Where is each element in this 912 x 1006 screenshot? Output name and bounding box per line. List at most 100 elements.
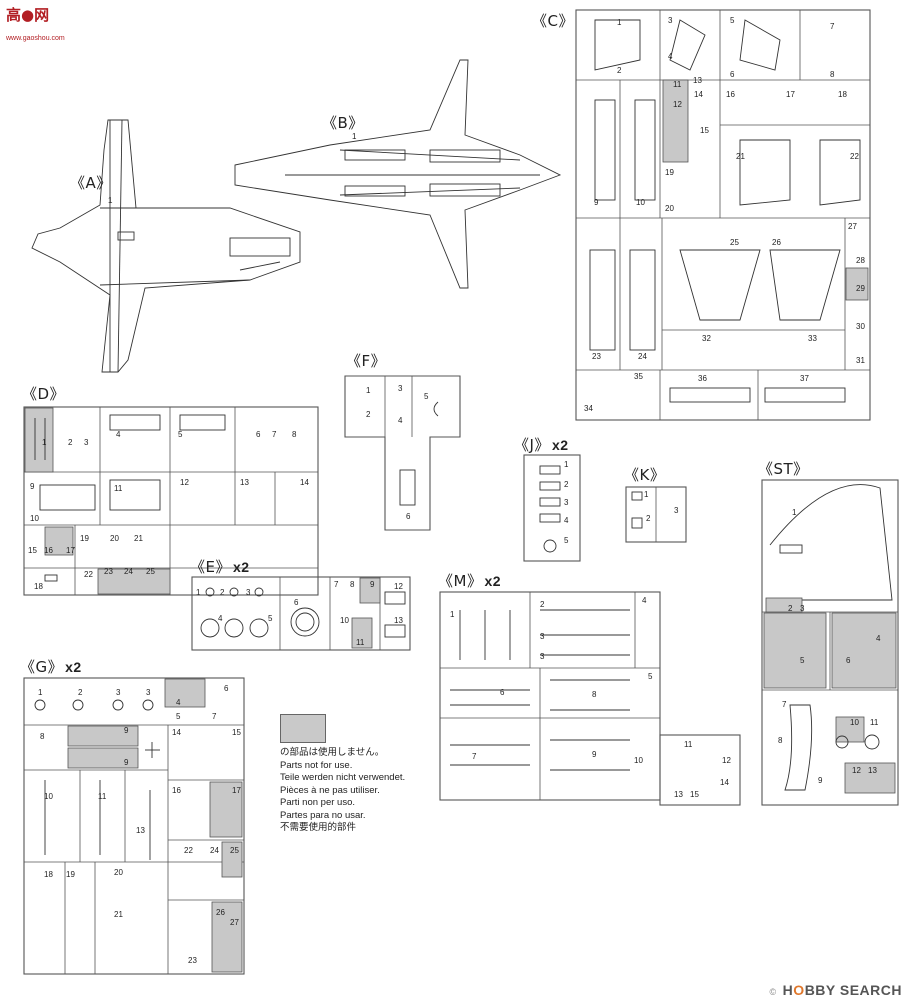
part-number: 22 [184, 846, 193, 855]
part-number: 8 [830, 70, 835, 79]
part-number: 1 [617, 18, 622, 27]
part-number: 2 [646, 514, 651, 523]
part-number: 17 [786, 90, 795, 99]
part-number: 35 [634, 372, 643, 381]
part-number: 27 [848, 222, 857, 231]
part-number: 3 [668, 16, 673, 25]
part-number: 3 [674, 506, 679, 515]
part-number: 24 [638, 352, 647, 361]
part-number: 5 [268, 614, 273, 623]
part-number: 6 [846, 656, 851, 665]
part-number: 3 [246, 588, 251, 597]
sprue-a-label: 《A》 [70, 174, 112, 192]
sprue-a-drawing [31, 119, 301, 373]
part-number: 8 [292, 430, 297, 439]
part-number: 11 [684, 740, 693, 749]
part-number: 14 [172, 728, 181, 737]
part-number: 6 [500, 688, 505, 697]
sprue-d-title: 《D》 [22, 383, 65, 404]
part-number: 21 [134, 534, 143, 543]
part-number: 13 [868, 766, 877, 775]
part-number: 16 [726, 90, 735, 99]
part-number: 6 [224, 684, 229, 693]
part-number: 11 [356, 638, 365, 647]
part-number: 10 [850, 718, 859, 727]
sprue-k-label: 《K》 [624, 466, 666, 484]
part-number: 13 [240, 478, 249, 487]
part-number: 4 [642, 596, 647, 605]
part-number: 16 [172, 786, 181, 795]
part-number: 5 [424, 392, 429, 401]
site-logo-mark: ● [21, 6, 35, 24]
part-number: 17 [232, 786, 241, 795]
part-number: 10 [44, 792, 53, 801]
part-number: 11 [114, 484, 123, 493]
part-number: 20 [114, 868, 123, 877]
part-number: 13 [136, 826, 145, 835]
sprue-j-label: 《J》 [514, 436, 550, 454]
site-logo-url: www.gaoshou.com [6, 35, 65, 42]
part-number: 28 [856, 256, 865, 265]
part-number: 1 [792, 508, 797, 517]
part-number: 16 [44, 546, 53, 555]
part-number: 25 [146, 567, 155, 576]
part-number: 8 [592, 690, 597, 699]
copyright-mark: © [769, 987, 777, 997]
part-number: 1 [352, 132, 357, 141]
part-number: 12 [673, 100, 682, 109]
part-number: 2 [564, 480, 569, 489]
part-number: 36 [698, 374, 707, 383]
part-number: 3 [564, 498, 569, 507]
part-number: 7 [272, 430, 277, 439]
part-number: 9 [30, 482, 35, 491]
part-number: 4 [176, 698, 181, 707]
part-number: 12 [722, 756, 731, 765]
sprue-g-label: 《G》 [20, 658, 64, 676]
sprue-g-drawing [23, 677, 245, 975]
part-number: 8 [778, 736, 783, 745]
part-number: 31 [856, 356, 865, 365]
sprue-m-title: 《M》x2 [438, 570, 501, 591]
part-number: 9 [124, 726, 129, 735]
part-number: 11 [673, 80, 682, 89]
site-logo-char2: 网 [34, 6, 50, 24]
part-number: 4 [116, 430, 121, 439]
part-number: 23 [188, 956, 197, 965]
part-number: 33 [808, 334, 817, 343]
part-number: 3 [146, 688, 151, 697]
part-number: 5 [800, 656, 805, 665]
part-number: 14 [300, 478, 309, 487]
part-number: 3 [800, 604, 805, 613]
part-number: 18 [44, 870, 53, 879]
part-number: 4 [668, 52, 673, 61]
part-number: 7 [334, 580, 339, 589]
legend-line-fr: Pièces à ne pas utiliser. [280, 784, 380, 796]
sprue-j-drawing [523, 454, 581, 562]
sprue-st-label: 《ST》 [758, 460, 809, 478]
part-number: 2 [366, 410, 371, 419]
sprue-b-drawing [234, 59, 562, 289]
part-number: 7 [782, 700, 787, 709]
part-number: 13 [674, 790, 683, 799]
part-number: 1 [644, 490, 649, 499]
part-number: 4 [218, 614, 223, 623]
part-number: 3 [540, 652, 545, 661]
sprue-m-qty: x2 [484, 573, 502, 589]
part-number: 11 [98, 792, 107, 801]
part-number: 15 [232, 728, 241, 737]
part-number: 10 [30, 514, 39, 523]
part-number: 5 [178, 430, 183, 439]
sprue-e-drawing [191, 576, 411, 651]
part-number: 5 [176, 712, 181, 721]
part-number: 15 [690, 790, 699, 799]
legend-line-en: Parts not for use. [280, 759, 353, 771]
sprue-d-drawing [23, 406, 319, 596]
part-number: 18 [34, 582, 43, 591]
part-number: 1 [38, 688, 43, 697]
part-number: 10 [340, 616, 349, 625]
part-number: 26 [216, 908, 225, 917]
part-number: 20 [110, 534, 119, 543]
part-number: 14 [720, 778, 729, 787]
part-number: 30 [856, 322, 865, 331]
